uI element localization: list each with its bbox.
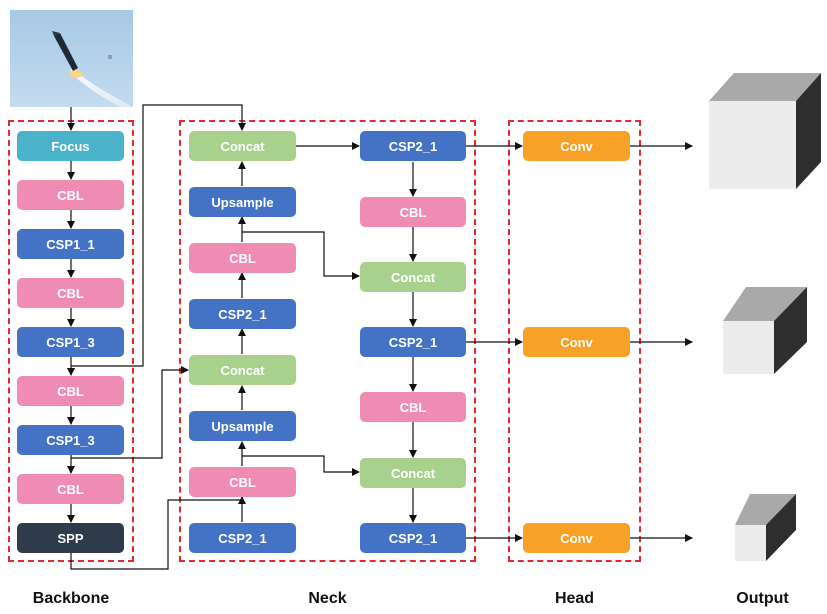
neck-concat-node-1: Concat <box>189 131 296 161</box>
backbone-cbl-node-3: CBL <box>17 376 124 406</box>
neck-label: Neck <box>308 590 347 607</box>
missile-icon <box>52 31 133 107</box>
neck-upsample-node-1: Upsample <box>189 187 296 217</box>
output-label: Output <box>736 590 789 607</box>
backbone-label: Backbone <box>32 590 110 607</box>
backbone-spp-node: SPP <box>17 523 124 553</box>
missile-launch-photo <box>10 10 133 107</box>
output-cube-medium <box>723 287 807 374</box>
neck-concat-node-2: Concat <box>189 355 296 385</box>
neck-right-cbl-node-1: CBL <box>360 197 466 227</box>
neck-right-cbl-node-2: CBL <box>360 392 466 422</box>
backbone-csp1-1-node: CSP1_1 <box>17 229 124 259</box>
neck-section <box>179 120 476 562</box>
backbone-csp1-3-node-b: CSP1_3 <box>17 425 124 455</box>
head-conv-node-1: Conv <box>523 131 630 161</box>
head-conv-node-3: Conv <box>523 523 630 553</box>
head-conv-node-2: Conv <box>523 327 630 357</box>
neck-right-concat-node-2: Concat <box>360 458 466 488</box>
head-section <box>508 120 641 562</box>
backbone-cbl-node-1: CBL <box>17 180 124 210</box>
head-label: Head <box>554 590 595 607</box>
backbone-csp1-3-node-a: CSP1_3 <box>17 327 124 357</box>
neck-cbl-node-1: CBL <box>189 243 296 273</box>
neck-right-csp2-1-node-b: CSP2_1 <box>360 327 466 357</box>
neck-upsample-node-2: Upsample <box>189 411 296 441</box>
neck-right-csp2-1-node-c: CSP2_1 <box>360 523 466 553</box>
neck-csp2-1-node-a: CSP2_1 <box>189 299 296 329</box>
backbone-cbl-node-4: CBL <box>17 474 124 504</box>
backbone-focus-node: Focus <box>17 131 124 161</box>
output-cube-small <box>735 494 796 561</box>
backbone-cbl-node-2: CBL <box>17 278 124 308</box>
neck-cbl-node-2: CBL <box>189 467 296 497</box>
neck-csp2-1-node-b: CSP2_1 <box>189 523 296 553</box>
output-cube-large <box>709 73 821 189</box>
neck-right-concat-node-1: Concat <box>360 262 466 292</box>
neck-right-csp2-1-node-a: CSP2_1 <box>360 131 466 161</box>
